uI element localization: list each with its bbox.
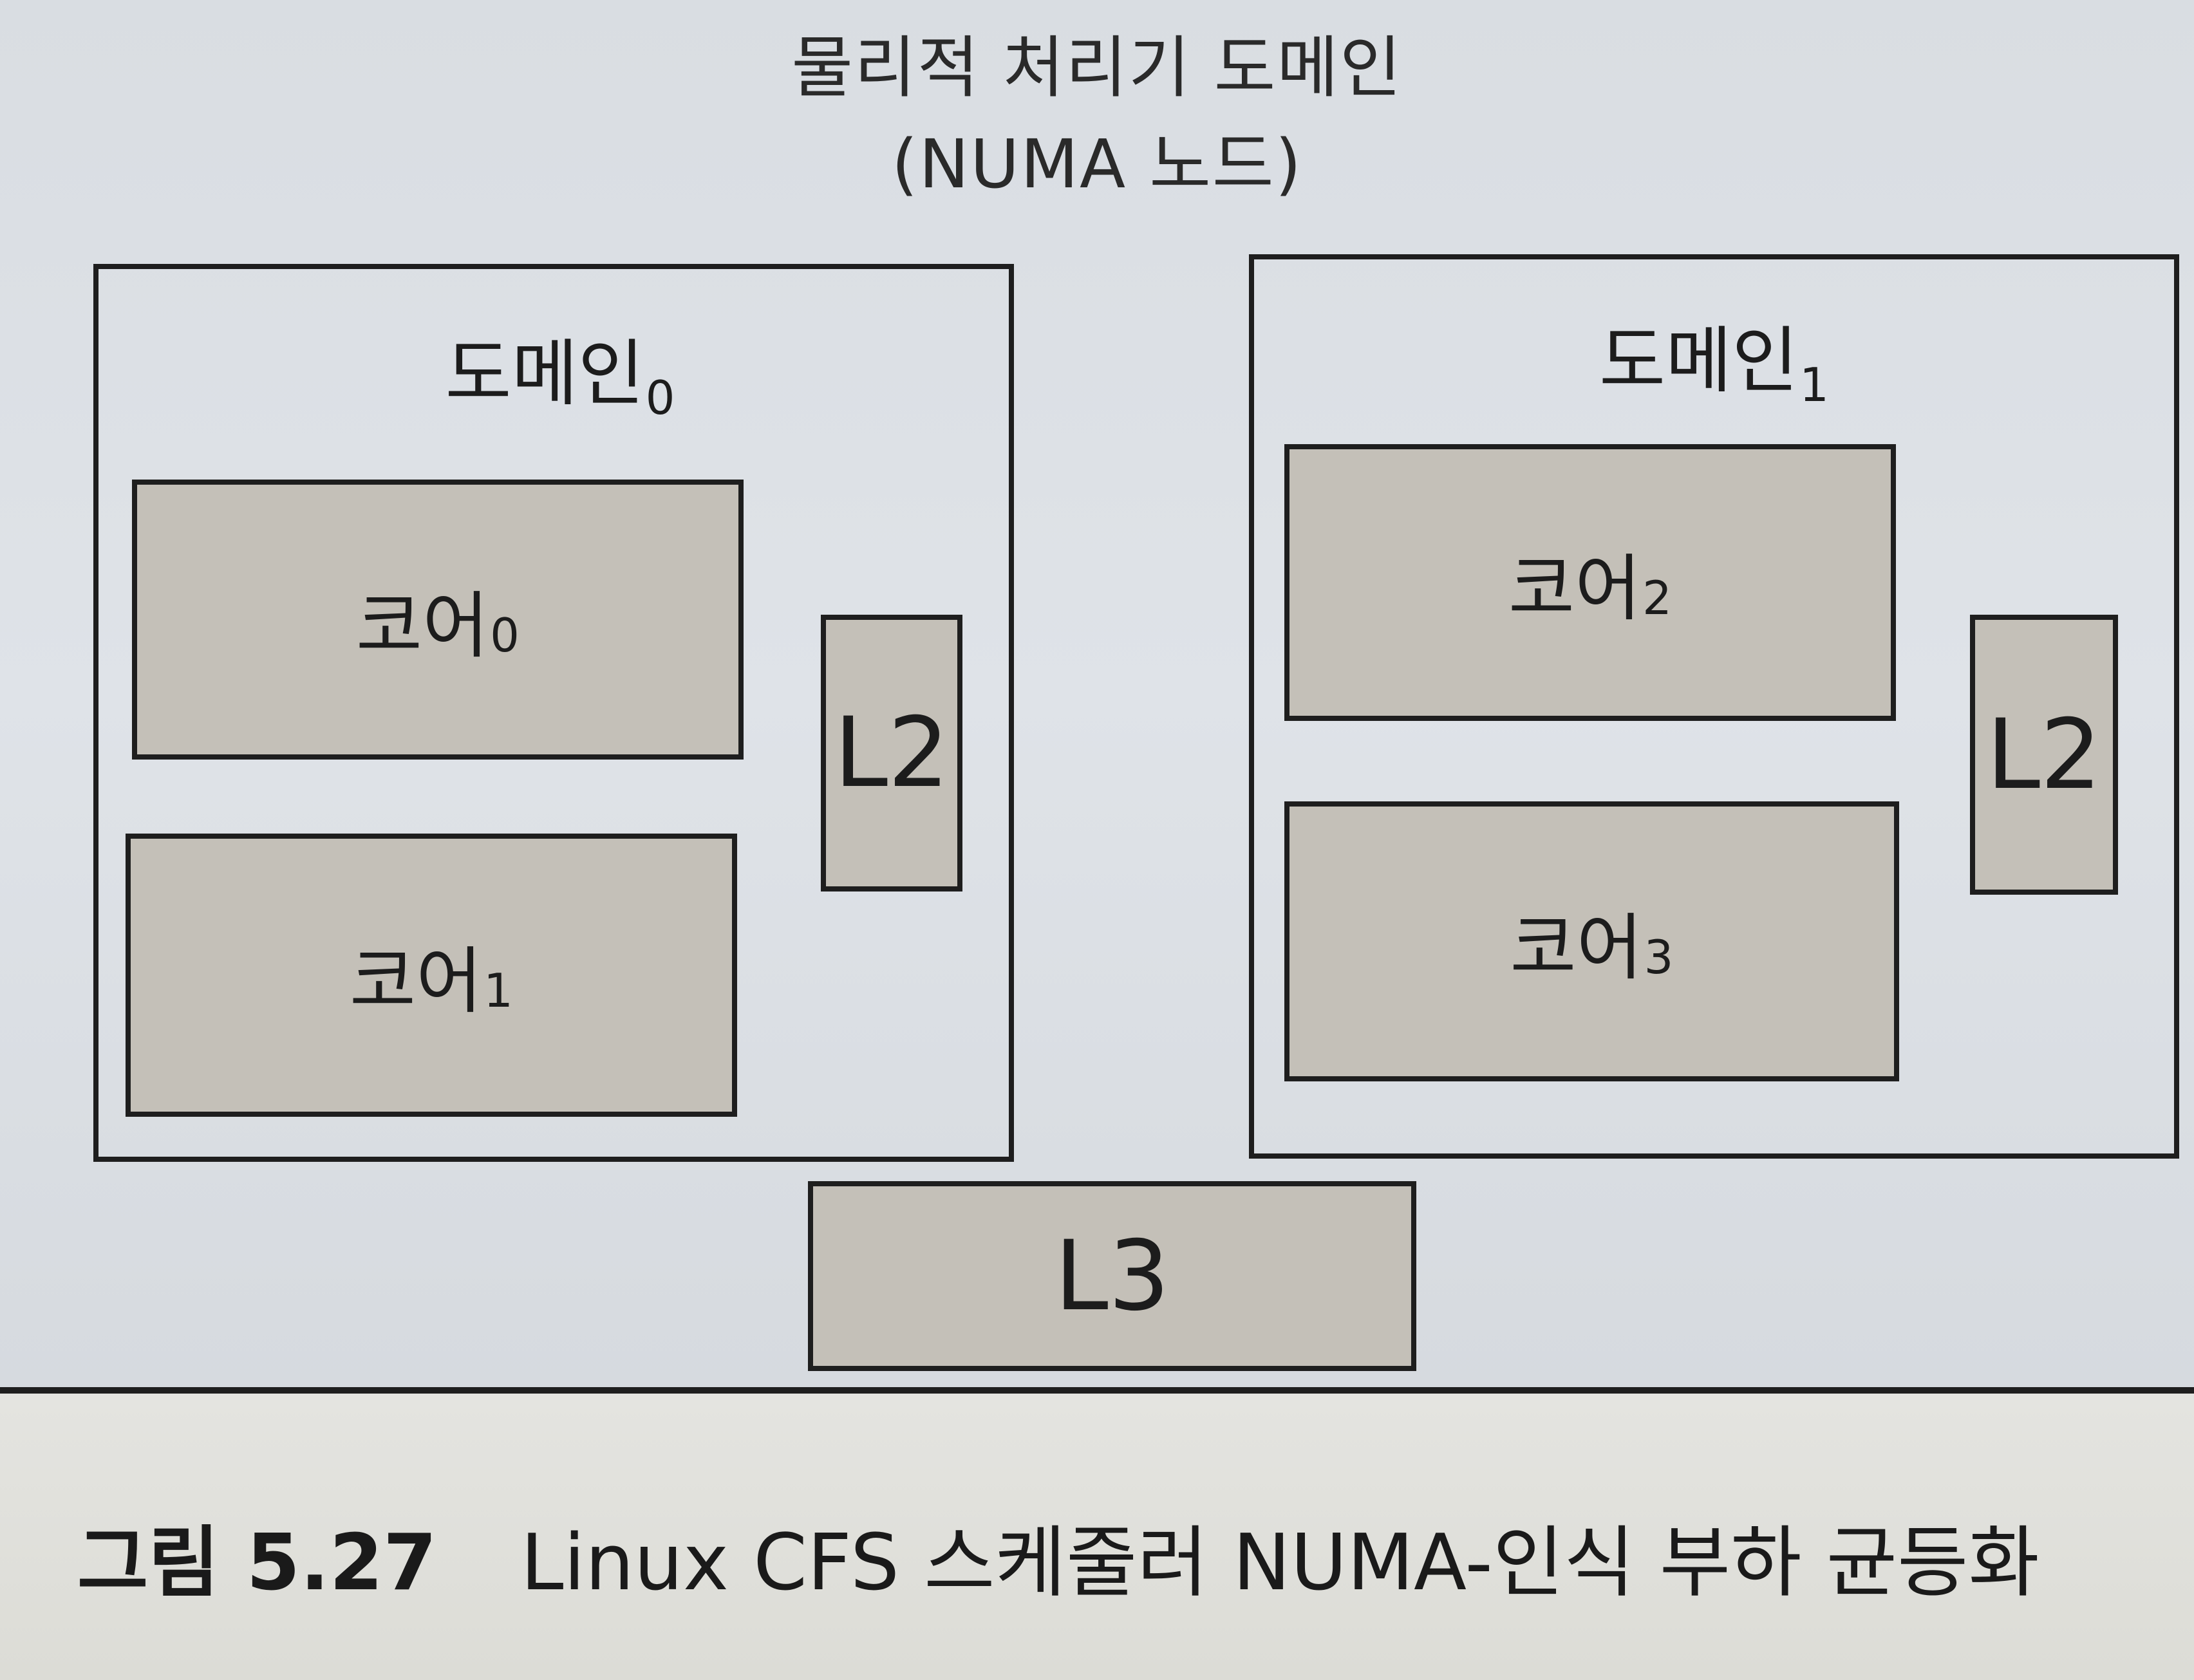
domain-1-box <box>1249 254 2179 1159</box>
diagram-subtitle: (NUMA 노드) <box>891 125 1303 203</box>
diagram-title: 물리적 처리기 도메인 <box>791 28 1403 107</box>
domain-0-label: 도메인0 <box>445 332 675 425</box>
l2-cache-1-box: L2 <box>1970 615 2118 895</box>
l2-cache-0-box: L2 <box>821 615 962 891</box>
divider-line <box>0 1387 2194 1394</box>
figure-caption: 그림 5.27 Linux CFS 스케줄러 NUMA-인식 부하 균등화 <box>77 1500 2039 1612</box>
caption-area <box>0 1394 2194 1680</box>
figure-caption-text: Linux CFS 스케줄러 NUMA-인식 부하 균등화 <box>520 1518 2039 1608</box>
figure-number: 그림 5.27 <box>77 1518 437 1608</box>
l3-cache-box: L3 <box>808 1181 1416 1371</box>
domain-1-label: 도메인1 <box>1599 319 1829 412</box>
domain-0-box <box>93 264 1014 1162</box>
